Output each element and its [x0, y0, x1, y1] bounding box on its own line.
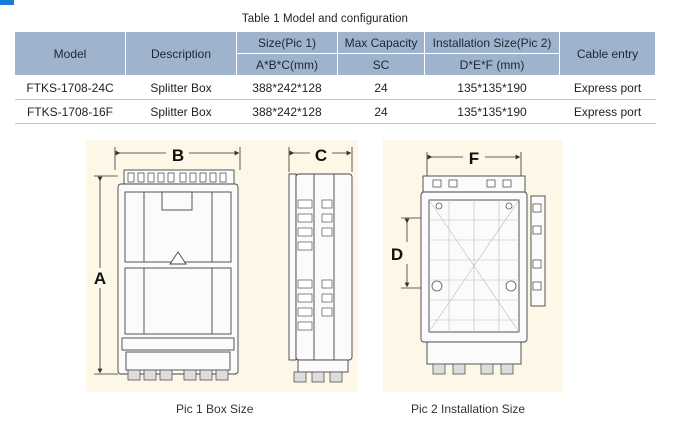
cell-installation: 135*135*190 — [424, 75, 560, 100]
header-size-sub: A*B*C(mm) — [236, 53, 338, 76]
pic2-installation-size-drawing: F E D — [391, 149, 546, 375]
dimension-label-f: F — [469, 149, 479, 168]
cell-cable-entry: Express port — [559, 99, 656, 124]
header-cable-entry: Cable entry — [559, 31, 656, 76]
cell-cable-entry: Express port — [559, 75, 656, 100]
dimension-label-a: A — [94, 269, 106, 288]
front-view — [117, 169, 239, 375]
cell-model: FTKS-1708-24C — [14, 75, 126, 100]
header-size: Size(Pic 1) — [236, 31, 338, 54]
table-row: FTKS-1708-24C Splitter Box 388*242*128 2… — [14, 75, 656, 100]
pic2-caption: Pic 2 Installation Size — [411, 402, 526, 416]
header-installation-size: Installation Size(Pic 2) — [424, 31, 560, 54]
table-caption: Table 1 Model and configuration — [241, 13, 409, 25]
header-description: Description — [125, 31, 237, 76]
pic1-box-size-drawing: B A C — [94, 146, 353, 383]
dimension-label-d: D — [391, 245, 403, 264]
cell-size: 388*242*128 — [236, 75, 338, 100]
heading-fragment — [0, 0, 14, 5]
dimension-label-b: B — [172, 146, 184, 165]
cell-description: Splitter Box — [125, 75, 237, 100]
cell-capacity: 24 — [337, 99, 425, 124]
cell-model: FTKS-1708-16F — [14, 99, 126, 124]
dimension-label-c: C — [315, 146, 327, 165]
cell-size: 388*242*128 — [236, 99, 338, 124]
header-max-capacity-sub: SC — [337, 53, 425, 76]
table-row: FTKS-1708-16F Splitter Box 388*242*128 2… — [14, 99, 656, 124]
header-max-capacity: Max Capacity — [337, 31, 425, 54]
header-installation-size-sub: D*E*F (mm) — [424, 53, 560, 76]
header-model: Model — [14, 31, 126, 76]
cell-installation: 135*135*190 — [424, 99, 560, 124]
cell-capacity: 24 — [337, 75, 425, 100]
model-configuration-table: Model Description Size(Pic 1) Max Capaci… — [14, 31, 656, 124]
pic1-caption: Pic 1 Box Size — [176, 402, 254, 416]
cell-description: Splitter Box — [125, 99, 237, 124]
